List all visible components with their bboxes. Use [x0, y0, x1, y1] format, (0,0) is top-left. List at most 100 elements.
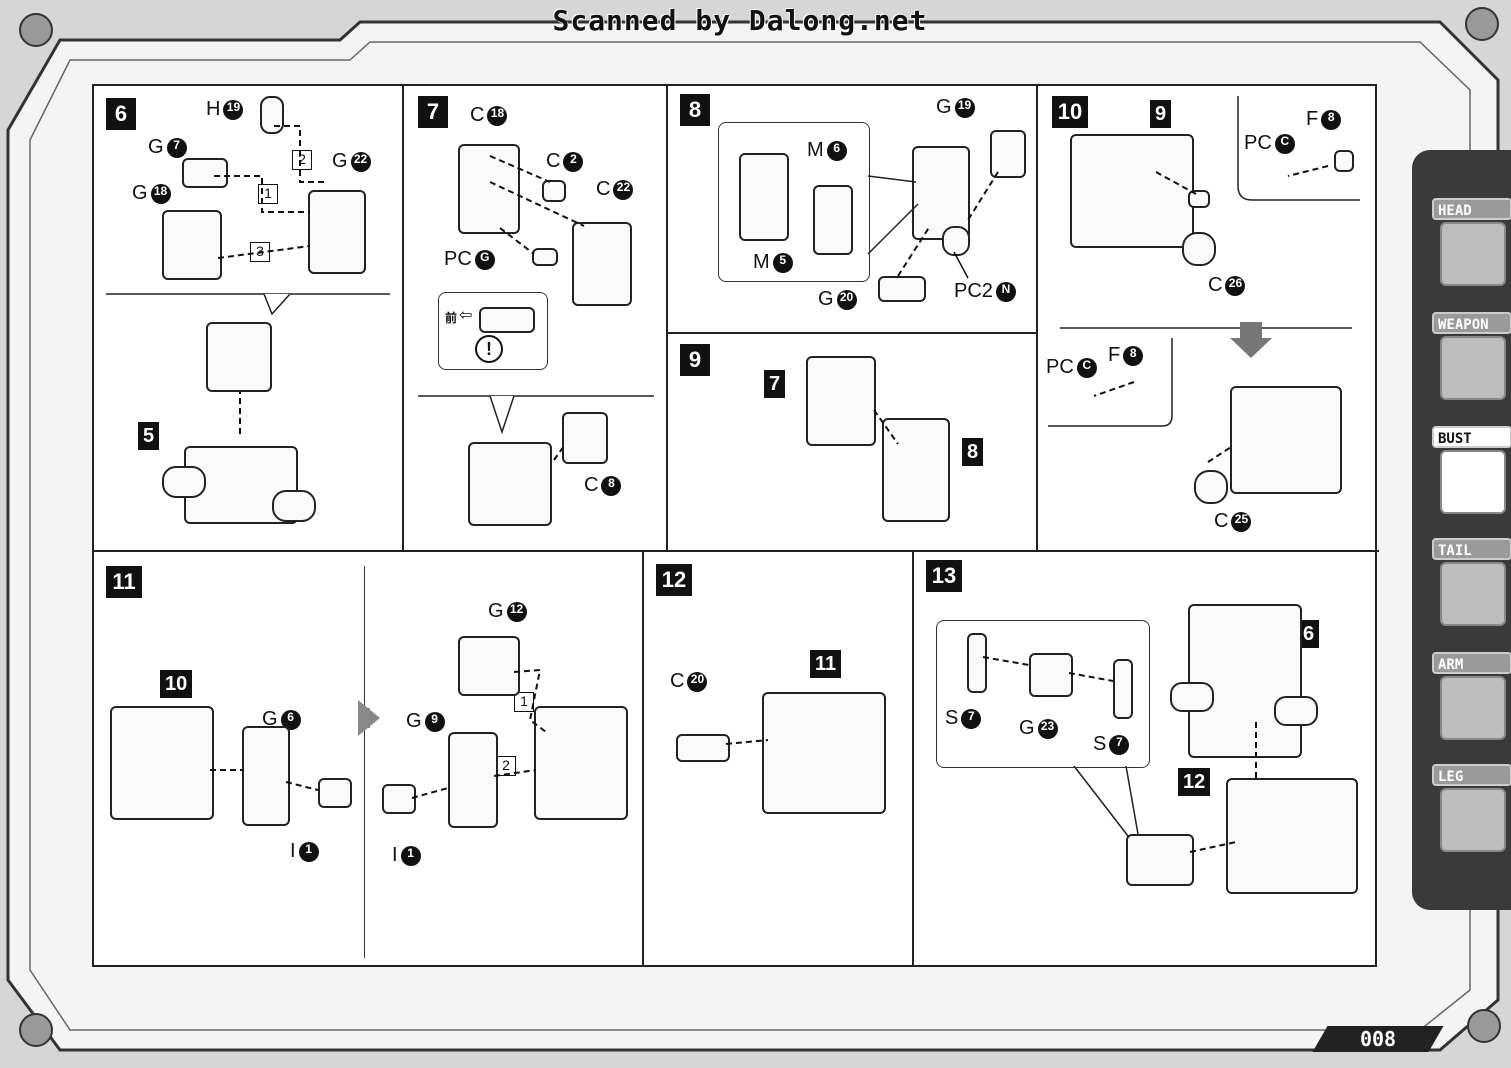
- order-marker: 2: [496, 756, 516, 776]
- armor-assembly: [882, 418, 950, 522]
- ball-joint-part: [260, 96, 284, 134]
- chest-assembly: [1230, 386, 1342, 494]
- order-marker: 1: [258, 184, 278, 204]
- frame-part: [162, 210, 222, 280]
- small-peg-part: [1188, 190, 1210, 208]
- step-number: 9: [680, 344, 710, 376]
- sidebar-tab-weapon[interactable]: WEAPON: [1420, 258, 1511, 400]
- divider: [364, 566, 365, 958]
- joint-assembly: [1126, 834, 1194, 886]
- arm-icon: [1440, 676, 1506, 740]
- chest-assembly: [1188, 604, 1302, 758]
- warning-icon: !: [475, 335, 503, 363]
- side-panel-part: [572, 222, 632, 306]
- chest-assembly: [468, 442, 552, 526]
- sub-assembly-tag: 8: [962, 438, 984, 466]
- sidebar-tab-bust[interactable]: BUST: [1420, 372, 1511, 514]
- armor-assembly: [806, 356, 876, 446]
- polycap-part: [532, 248, 558, 266]
- peg-part: [676, 734, 730, 762]
- step-number: 13: [926, 560, 962, 592]
- chest-core-part: [308, 190, 366, 274]
- step-number: 12: [656, 564, 692, 596]
- order-marker: 3: [250, 242, 270, 262]
- detail-inset: 前 ⇦ !: [438, 292, 548, 370]
- head-icon: [1440, 222, 1506, 286]
- side-panel-part: [458, 144, 520, 234]
- armor-part: [458, 636, 520, 696]
- next-arrow-body: [358, 708, 370, 728]
- armor-part: [739, 153, 789, 241]
- sub-assembly-tag: 6: [1298, 620, 1320, 648]
- shaft-part: [967, 633, 987, 693]
- sidebar-tab-head[interactable]: HEAD: [1420, 144, 1511, 286]
- armor-part: [242, 726, 290, 826]
- sub-assembly-tag: 12: [1178, 768, 1211, 796]
- step-number: 6: [106, 98, 136, 130]
- section-sidebar: HEAD WEAPON BUST TAIL ARM LEG: [1412, 150, 1511, 910]
- frame-part: [182, 158, 228, 188]
- page-number-badge: 008: [1312, 1026, 1444, 1052]
- sidebar-tab-leg[interactable]: LEG: [1420, 710, 1511, 852]
- page-number: 008: [1359, 1027, 1397, 1051]
- polycap-detail: [479, 307, 535, 333]
- tail-icon: [1440, 562, 1506, 626]
- sidebar-tab-tail[interactable]: TAIL: [1420, 484, 1511, 626]
- armor-part: [878, 276, 926, 302]
- chest-assembly: [110, 706, 214, 820]
- cylinder-part: [272, 490, 316, 522]
- step-number: 7: [418, 96, 448, 128]
- chest-assembly: [1070, 134, 1194, 248]
- sub-assembly-tag: 11: [810, 650, 842, 678]
- sub-assembly-tag: 5: [138, 422, 160, 450]
- scan-credit: Scanned by Dalong.net: [552, 4, 928, 37]
- armor-part: [990, 130, 1026, 178]
- side-panel-part: [562, 412, 608, 464]
- sub-assembly-tag: 10: [160, 670, 193, 698]
- tab-label: HEAD: [1432, 198, 1511, 220]
- polycap-part: [942, 226, 970, 256]
- chest-assembly: [1226, 778, 1358, 894]
- arrow-left-icon: ⇦: [459, 305, 473, 324]
- shaft-part: [1113, 659, 1133, 719]
- weapon-icon: [1440, 336, 1506, 400]
- sidebar-tab-arm[interactable]: ARM: [1420, 598, 1511, 740]
- cylinder-part: [1274, 696, 1318, 726]
- sub-assembly-tag: 7: [764, 370, 786, 398]
- order-marker: 2: [292, 150, 312, 170]
- cover-part: [1182, 232, 1216, 266]
- tab-label: BUST: [1432, 426, 1511, 448]
- chest-assembly: [534, 706, 628, 820]
- step-number: 11: [106, 566, 142, 598]
- cylinder-part: [162, 466, 206, 498]
